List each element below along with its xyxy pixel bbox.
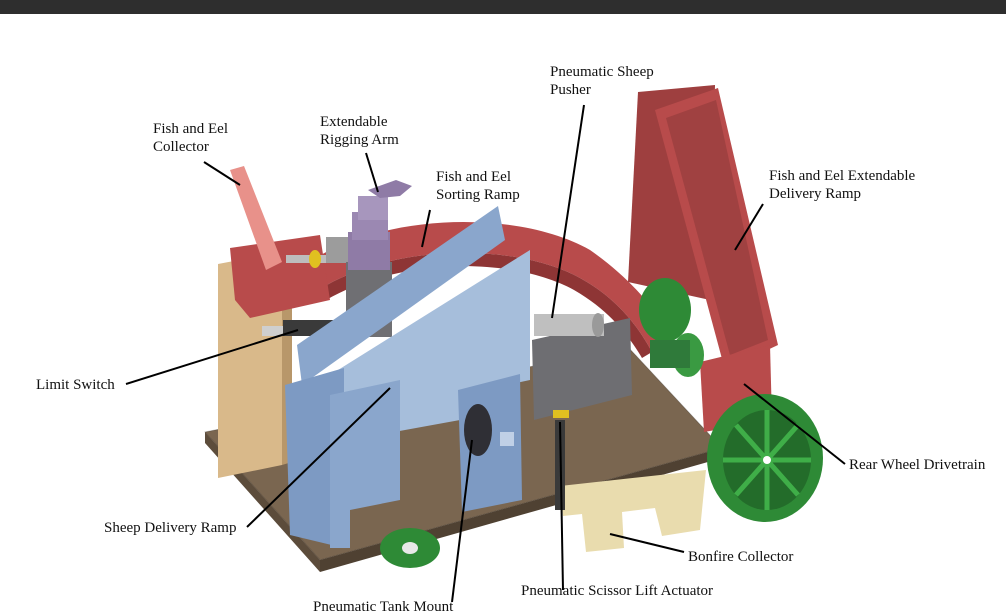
label-rear-wheel-drivetrain: Rear Wheel Drivetrain xyxy=(849,457,986,473)
rigging-arm-hook xyxy=(368,180,412,198)
fish-eel-collector-bin xyxy=(230,235,330,318)
label-pneumatic-sheep-pusher-line1: Pneumatic Sheep xyxy=(550,64,654,80)
leader-lines xyxy=(125,104,846,603)
label-pneumatic-scissor-lift-actuator: Pneumatic Scissor Lift Actuator xyxy=(521,583,713,599)
rear-wheel-hub xyxy=(763,456,771,464)
fish-eel-sorting-ramp xyxy=(300,221,672,352)
sheep-pusher-rod-end xyxy=(592,313,604,337)
label-limit-switch: Limit Switch xyxy=(36,377,115,393)
drivetrain-motor xyxy=(650,340,690,368)
bonfire-collector xyxy=(560,470,706,552)
delivery-ramp-channel xyxy=(666,100,768,355)
label-bonfire-collector: Bonfire Collector xyxy=(688,549,793,565)
drivetrain-gear-large xyxy=(639,278,691,342)
label-fish-eel-sorting-ramp-line2: Sorting Ramp xyxy=(436,187,520,203)
label-extendable-rigging-arm-line1: Extendable xyxy=(320,114,388,130)
label-fish-eel-sorting-ramp-line1: Fish and Eel xyxy=(436,169,511,185)
tank-mount-bracket xyxy=(500,432,514,446)
label-pneumatic-tank-mount: Pneumatic Tank Mount xyxy=(313,599,454,615)
sheep-pusher-rod xyxy=(534,314,604,336)
label-delivery-ramp-line2: Delivery Ramp xyxy=(769,186,861,202)
label-fish-eel-collector-line2: Collector xyxy=(153,139,209,155)
collector-axle xyxy=(286,255,326,263)
label-sheep-delivery-ramp: Sheep Delivery Ramp xyxy=(104,520,236,536)
rigging-arm-stage-3 xyxy=(358,196,388,220)
label-pneumatic-sheep-pusher-line2: Pusher xyxy=(550,82,591,98)
sheep-delivery-ramp-panel xyxy=(297,206,505,385)
label-extendable-rigging-arm-line2: Rigging Arm xyxy=(320,132,399,148)
pneumatic-sheep-pusher-cylinder xyxy=(532,318,632,420)
sorting-ramp-inner xyxy=(318,252,652,358)
front-wheel-hub xyxy=(402,542,418,554)
top-bar xyxy=(0,0,1006,14)
label-delivery-ramp-line1: Fish and Eel Extendable xyxy=(769,168,916,184)
blue-frame-front xyxy=(330,380,400,548)
scissor-lift-fitting xyxy=(553,410,569,418)
fish-eel-collector-paddle xyxy=(230,166,282,270)
label-fish-eel-collector-line1: Fish and Eel xyxy=(153,121,228,137)
collector-axle-hub xyxy=(326,237,350,263)
robot-diagram: Fish and Eel Collector Extendable Riggin… xyxy=(36,64,986,615)
pneumatic-tank-mount xyxy=(464,404,492,456)
blue-frame-left-leg xyxy=(285,368,344,548)
collector-axle-fitting xyxy=(309,250,321,268)
